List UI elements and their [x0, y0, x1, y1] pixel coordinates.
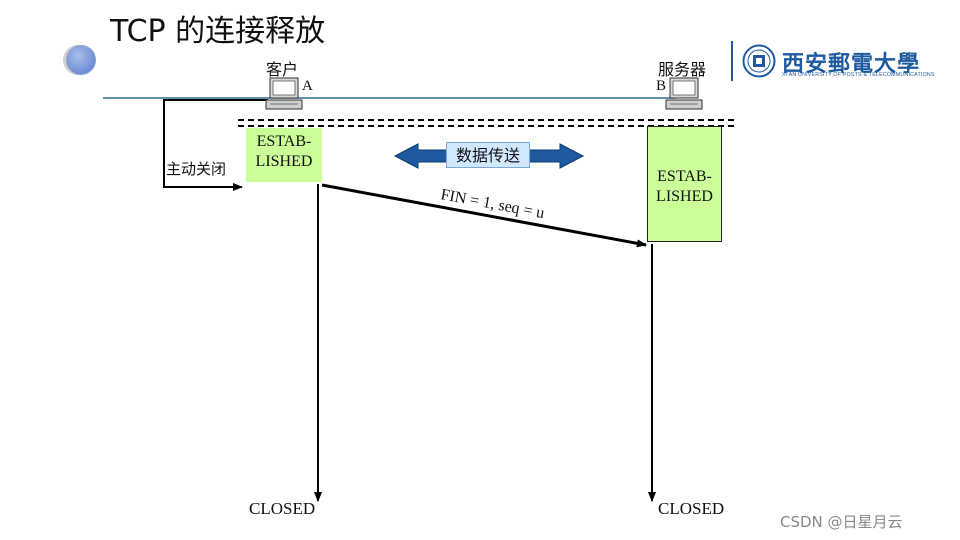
- computer-b-icon: [665, 77, 703, 110]
- data-transfer-label: 数据传送: [446, 142, 530, 168]
- slide-bullet-circle: [66, 45, 96, 75]
- slide-title: TCP 的连接释放: [110, 14, 326, 49]
- server-label: 服务器: [658, 60, 707, 79]
- server-state-established: ESTAB- LISHED: [647, 126, 722, 242]
- client-state-line2: LISHED: [255, 153, 313, 170]
- watermark: CSDN @日星月云: [780, 513, 903, 531]
- client-label: 客户: [266, 60, 299, 79]
- client-state-line1: ESTAB-: [256, 133, 312, 150]
- university-seal-icon: [742, 44, 776, 78]
- host-a-label: A: [302, 78, 313, 94]
- host-b-label: B: [656, 78, 667, 94]
- client-closed-label: CLOSED: [249, 499, 316, 518]
- server-state-line2: LISHED: [656, 188, 713, 205]
- server-closed-label: CLOSED: [658, 499, 725, 518]
- university-name-en: XI'AN UNIVERSITY OF POSTS & TELECOMMUNIC…: [782, 72, 935, 78]
- fin-message-arrow: [321, 183, 647, 248]
- active-close-label: 主动关闭: [166, 160, 227, 178]
- server-state-line1: ESTAB-: [657, 168, 712, 185]
- client-state-established: ESTAB- LISHED: [246, 128, 322, 182]
- university-name: 西安郵電大學: [782, 51, 921, 77]
- active-close-arrow: [163, 99, 268, 191]
- computer-a-icon: [265, 77, 303, 110]
- logo-divider: [731, 41, 733, 81]
